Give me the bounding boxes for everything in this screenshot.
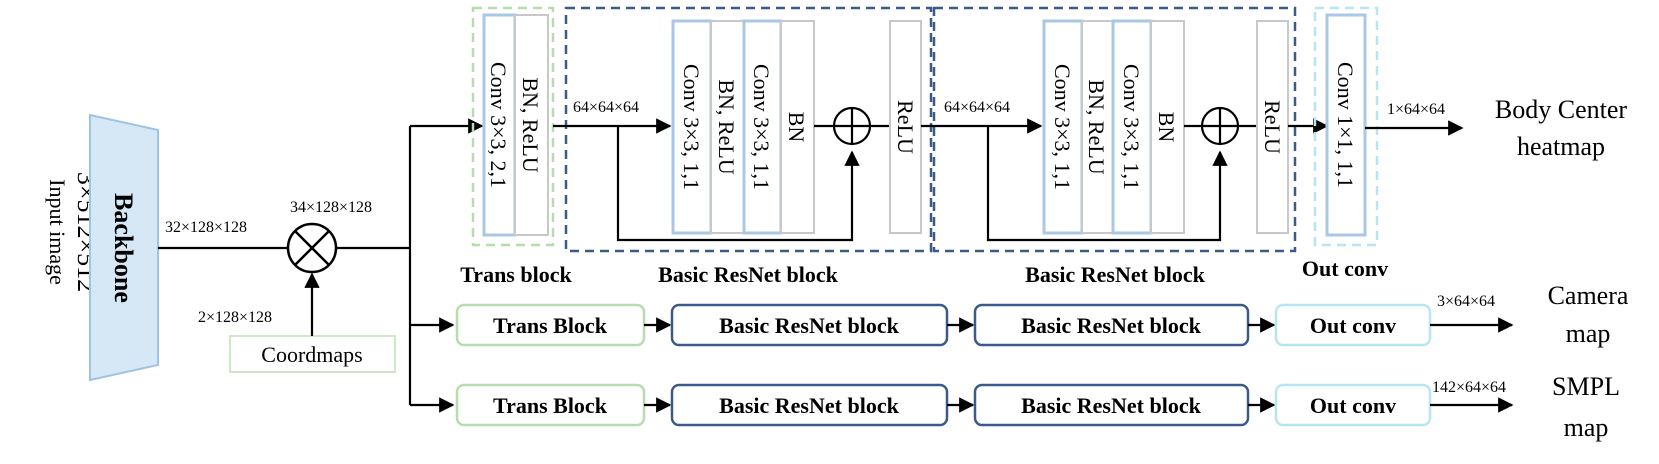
- resnet2-in-dims: 64×64×64: [944, 99, 1010, 116]
- coordmaps-label: Coordmaps: [261, 342, 362, 367]
- outconv-frame: [1313, 6, 1379, 247]
- resnet1-bn-text: BN: [784, 112, 809, 143]
- resnet1-bnrelu-text: BN, ReLU: [714, 79, 739, 174]
- trans-conv-layer: [482, 13, 517, 237]
- concat-out-dims: 34×128×128: [290, 199, 372, 216]
- resnet2-frame: [932, 6, 1297, 253]
- center-out-dims: 1×64×64: [1387, 101, 1445, 118]
- input-image-label: Input image: [45, 179, 70, 285]
- resnet1-relu-text: ReLU: [893, 100, 918, 154]
- resnet2-relu: [1256, 20, 1289, 234]
- smpl-outconv-label: Out conv: [1310, 393, 1396, 418]
- outconv-layer-text: Conv 1×1, 1,1: [1333, 62, 1358, 188]
- resnet1-title: Basic ResNet block: [658, 262, 838, 287]
- camera-out-dims: 3×64×64: [1437, 293, 1495, 310]
- resnet1-conv-b: [742, 19, 783, 235]
- camera-resnet-label-1: Basic ResNet block: [719, 313, 899, 338]
- resnet1-skip: [616, 126, 860, 242]
- camera-output-line2: map: [1566, 319, 1611, 348]
- coordmaps-dims: 2×128×128: [198, 309, 272, 326]
- resnet2-relu-text: ReLU: [1260, 100, 1285, 154]
- center-output-line2: heatmap: [1517, 132, 1605, 161]
- smpl-output-line1: SMPL: [1552, 372, 1620, 401]
- resnet2-title: Basic ResNet block: [1025, 262, 1205, 287]
- resnet1-conv-a-text: Conv 3×3, 1,1: [679, 64, 704, 190]
- outconv-title: Out conv: [1302, 256, 1388, 281]
- backbone-out-dims: 32×128×128: [165, 219, 247, 236]
- trans-conv-text: Conv 3×3, 2,1: [486, 62, 511, 188]
- smpl-trans-label: Trans Block: [493, 393, 608, 418]
- smpl-resnet-label-2: Basic ResNet block: [1021, 393, 1201, 418]
- camera-outconv-label: Out conv: [1310, 313, 1396, 338]
- resnet2-skip: [986, 126, 1228, 242]
- resnet2-conv-a-text: Conv 3×3, 1,1: [1050, 64, 1075, 190]
- backbone-box: [89, 113, 159, 382]
- resnet2-bn: [1150, 20, 1185, 234]
- smpl-resnet-label-1: Basic ResNet block: [719, 393, 899, 418]
- center-output-line1: Body Center: [1495, 95, 1627, 124]
- resnet2-conv-b-text: Conv 3×3, 1,1: [1119, 64, 1144, 190]
- resnet1-conv-a: [671, 19, 713, 235]
- resnet1-frame: [564, 6, 933, 253]
- trans-block-title: Trans block: [460, 262, 572, 287]
- resnet1-conv-b-text: Conv 3×3, 1,1: [749, 64, 774, 190]
- resnet1-in-dims: 64×64×64: [573, 99, 639, 116]
- camera-resnet-label-2: Basic ResNet block: [1021, 313, 1201, 338]
- smpl-output-line2: map: [1564, 413, 1609, 442]
- camera-output-line1: Camera: [1548, 281, 1629, 310]
- resnet2-bnrelu-text: BN, ReLU: [1084, 79, 1109, 174]
- resnet2-conv-b: [1111, 19, 1153, 235]
- camera-trans-label: Trans Block: [493, 313, 608, 338]
- trans-bn-text: BN, ReLU: [518, 77, 543, 172]
- backbone-label: Backbone: [109, 193, 138, 303]
- smpl-out-dims: 142×64×64: [1432, 379, 1506, 396]
- concat-cross-b: [294, 230, 330, 266]
- trans-bn-layer: [514, 14, 549, 236]
- outconv-layer: [1325, 13, 1367, 237]
- resnet2-bn-text: BN: [1154, 112, 1179, 143]
- coordmaps-box: [229, 335, 396, 373]
